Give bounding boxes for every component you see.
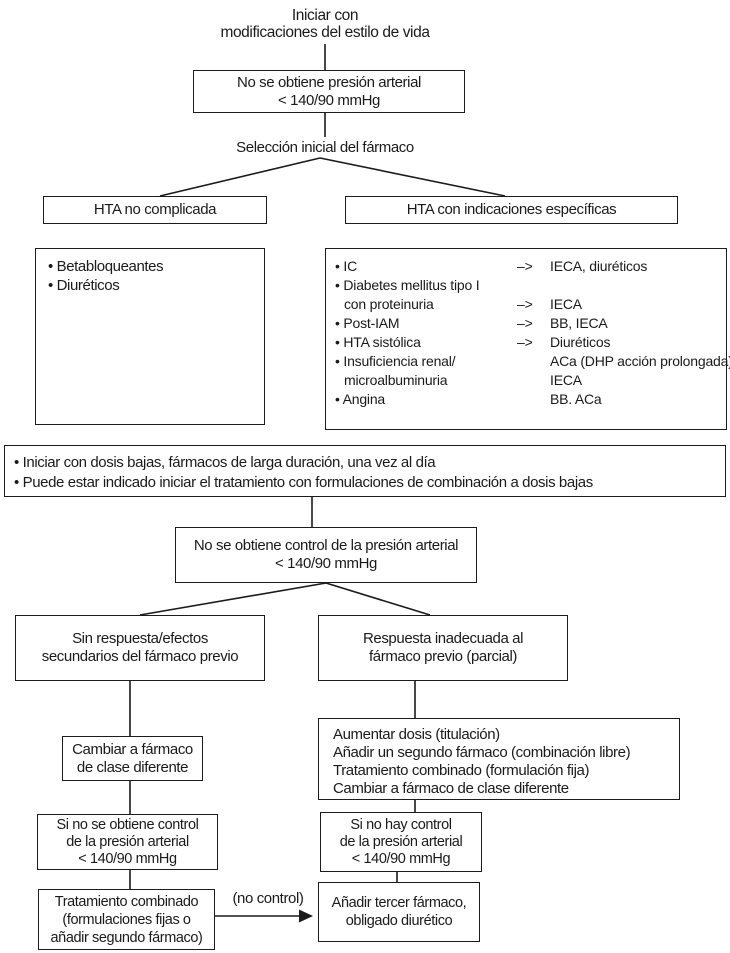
indication-row: • Insuficiencia renal/ ACa (DHP acción p… [335,352,730,371]
indication-row: • HTA sistólica –> Diuréticos [335,333,722,352]
indication-treatment: BB, IECA [550,315,608,331]
node-hta-uncomplicated: HTA no complicada [43,196,267,224]
branch-selection-right [319,157,506,197]
indication-row: con proteinuria –> IECA [335,295,722,314]
guidance-item: • Puede estar indicado iniciar el tratam… [14,474,593,491]
escalation-item: Cambiar a fármaco de clase diferente [333,780,569,797]
indication-label: • IC [335,258,357,274]
indication-treatment: IECA, diuréticos [550,258,648,274]
indication-label: • Angina [335,391,386,407]
escalation-item: Añadir un segundo fármaco (combinación l… [333,744,631,761]
indication-label: • HTA sistólica [335,334,421,350]
indication-treatment: BB. ACa [550,391,602,407]
escalation-item: Aumentar dosis (titulación) [333,726,500,743]
branch-control-right [325,582,431,616]
node-no-control-right: Si no hay control de la presión arterial… [320,812,482,872]
guidance-item: • Iniciar con dosis bajas, fármacos de l… [14,454,436,471]
node-partial-response: Respuesta inadecuada al fármaco previo (… [318,615,568,681]
indication-label: • Insuficiencia renal/ [335,353,456,369]
indication-label: con proteinuria [344,296,434,312]
indication-treatment: IECA [550,372,582,388]
maps-to-arrow: –> [517,258,533,274]
node-hta-specific: HTA con indicaciones específicas [345,196,678,224]
branch-control-left [139,582,327,616]
maps-to-arrow [517,390,550,409]
maps-to-arrow: –> [517,334,533,350]
selection-label: Selección inicial del fármaco [236,139,414,156]
indication-label: • Post-IAM [335,315,400,331]
node-change-drug-class: Cambiar a fármaco de clase diferente [62,736,203,781]
indication-row: • Angina BB. ACa [335,390,722,409]
start-label: Iniciar con modificaciones del estilo de… [220,7,430,41]
arrow-no-control-label: (no control) [232,890,304,907]
indication-treatment: IECA [550,296,582,312]
node-no-control-left: Si no se obtiene control de la presión a… [37,814,218,870]
indication-treatment: ACa (DHP acción prolongada) [550,353,730,369]
node-add-third-drug: Añadir tercer fármaco, obligado diurétic… [318,882,480,942]
indication-row: microalbuminuria IECA [335,371,722,390]
node-uncomplicated-drugs: • Betabloqueantes • Diuréticos [35,248,265,425]
node-specific-indications: • IC –> IECA, diuréticos • Diabetes mell… [325,248,730,430]
maps-to-arrow [517,352,550,371]
drug-item: • Betabloqueantes [48,258,164,275]
maps-to-arrow: –> [517,296,533,312]
arrow-right-icon [299,909,313,923]
indication-label: • Diabetes mellitus tipo I [335,277,480,293]
branch-selection-left [159,157,321,197]
indication-row: • Post-IAM –> BB, IECA [335,314,722,333]
escalation-item: Tratamiento combinado (formulación fija) [333,762,590,779]
node-bp-not-achieved: No se obtiene presión arterial < 140/90 … [193,70,465,113]
indication-row: • Diabetes mellitus tipo I [335,276,722,295]
drug-item: • Diuréticos [48,277,120,294]
node-no-response: Sin respuesta/efectos secundarios del fá… [15,615,265,681]
indication-row: • IC –> IECA, diuréticos [335,257,722,276]
maps-to-arrow: –> [517,315,533,331]
node-dosing-guidance: • Iniciar con dosis bajas, fármacos de l… [4,445,726,497]
indication-treatment: Diuréticos [550,334,611,350]
maps-to-arrow [517,371,550,390]
node-bp-control-not-achieved: No se obtiene control de la presión arte… [175,527,477,583]
node-escalation-options: Aumentar dosis (titulación) Añadir un se… [318,718,680,800]
maps-to-arrow [517,276,550,295]
node-combined-treatment: Tratamiento combinado (formulaciones fij… [38,889,215,950]
indication-treatment [550,276,722,295]
indication-label: microalbuminuria [344,372,448,388]
